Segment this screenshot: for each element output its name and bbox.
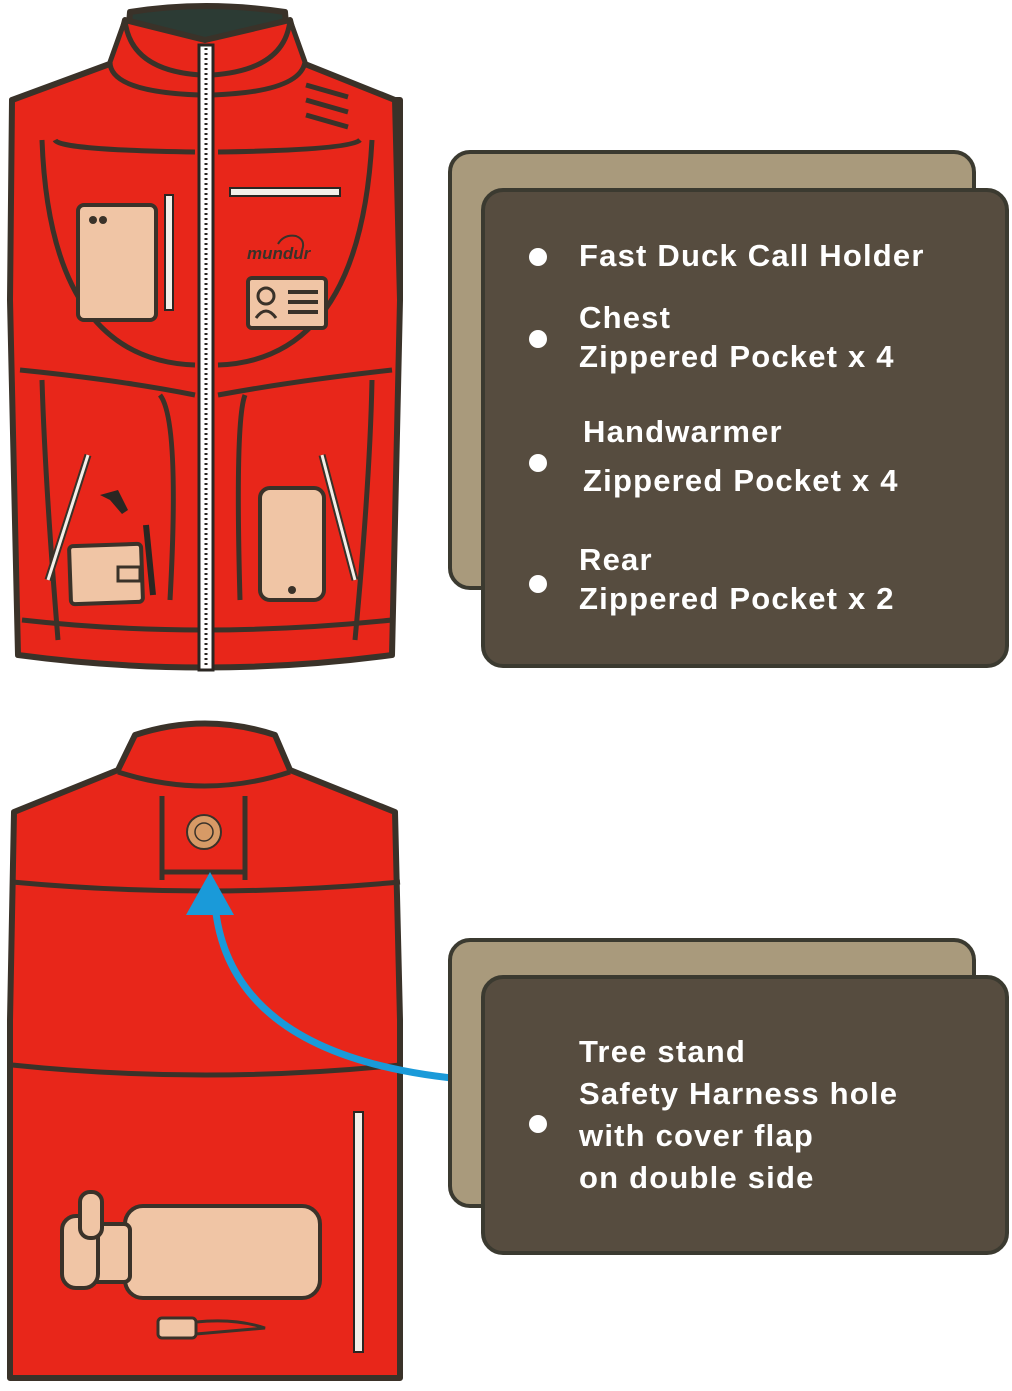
bullet-icon (529, 1115, 547, 1133)
vest-front-illustration (7, 3, 403, 672)
feature-line: Tree stand (579, 1034, 747, 1069)
bullet-icon (529, 575, 547, 593)
bullet-icon (529, 248, 547, 266)
feature-line: Handwarmer (583, 414, 783, 449)
feature-line: with cover flap (579, 1118, 815, 1153)
feature-line: Zippered Pocket x 2 (579, 581, 895, 616)
card-bottom: Tree stand Safety Harness hole with cove… (481, 975, 1009, 1255)
feature-line: Safety Harness hole (579, 1076, 899, 1111)
feature-line: Zippered Pocket x 4 (583, 463, 899, 498)
bullet-icon (529, 454, 547, 472)
bullet-icon (529, 330, 547, 348)
brand-logo: mundur (247, 244, 311, 263)
feature-line: Chest (579, 300, 672, 335)
feature-line: Fast Duck Call Holder (579, 238, 925, 273)
feature-line: Zippered Pocket x 4 (579, 339, 895, 374)
card-top: Fast Duck Call Holder Chest Zippered Poc… (481, 188, 1009, 668)
feature-line: on double side (579, 1160, 815, 1195)
feature-line: Rear (579, 542, 653, 577)
